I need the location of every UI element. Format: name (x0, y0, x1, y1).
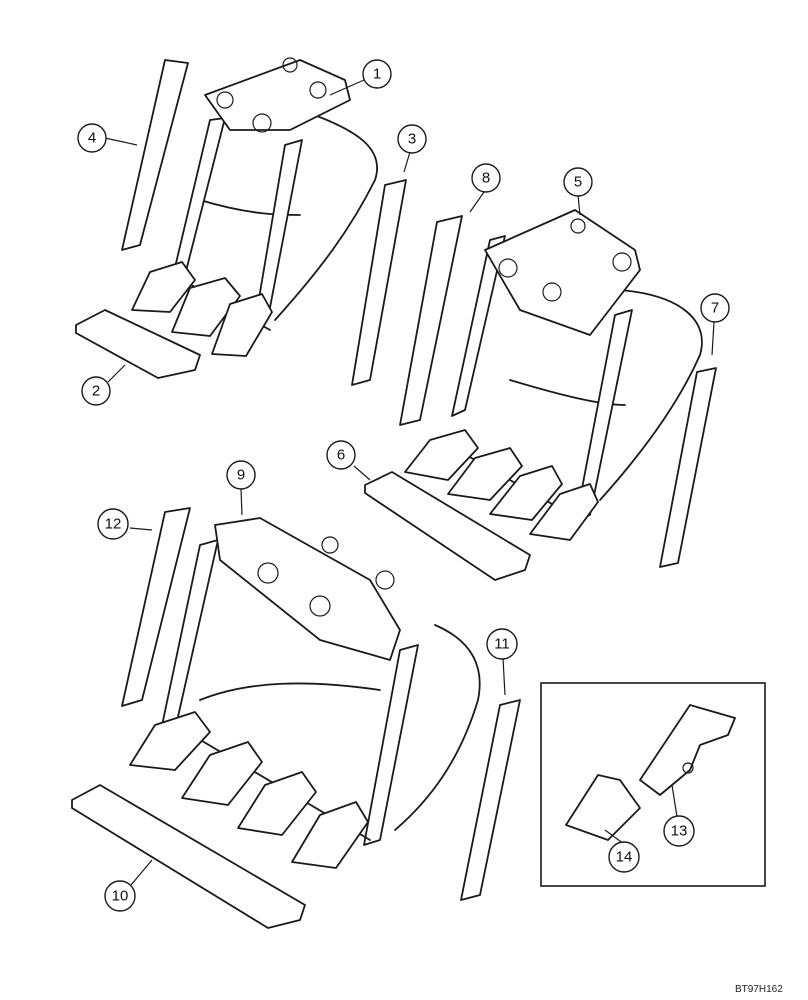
bucket-medium (364, 209, 703, 581)
side-cutter-8 (399, 215, 463, 426)
callout-11: 11 (486, 628, 518, 660)
cutting-edge-10 (71, 784, 306, 929)
callout-11-label: 11 (494, 636, 510, 653)
callout-10: 10 (104, 880, 136, 912)
tooth-detail-inset (540, 682, 766, 887)
tooth-adapter-13 (639, 704, 736, 796)
callout-5-label: 5 (574, 174, 582, 191)
callout-9: 9 (226, 460, 256, 490)
side-cutter-11 (460, 699, 521, 901)
callout-12-label: 12 (105, 516, 122, 533)
callout-7: 7 (700, 293, 730, 323)
bucket-large (71, 507, 481, 929)
callout-3: 3 (397, 124, 427, 154)
callout-13-label: 13 (671, 823, 688, 840)
callout-4: 4 (77, 123, 107, 153)
side-cutter-7 (659, 367, 717, 568)
side-cutter-3 (351, 179, 407, 386)
leader-lines (104, 79, 715, 886)
bucket-small (75, 57, 378, 379)
callout-2: 2 (81, 376, 111, 406)
callout-4-label: 4 (88, 130, 96, 147)
callout-8-label: 8 (482, 170, 490, 187)
callout-7-label: 7 (711, 300, 719, 317)
callout-1: 1 (362, 59, 392, 89)
callout-12: 12 (97, 508, 129, 540)
cutting-edge-6 (364, 471, 531, 581)
cutting-edge-2 (75, 309, 201, 379)
callout-10-label: 10 (112, 888, 129, 905)
callout-3-label: 3 (408, 131, 416, 148)
callout-2-label: 2 (92, 383, 100, 400)
callout-14: 14 (608, 841, 640, 873)
diagram-reference-code: BT97H162 (735, 984, 783, 995)
callout-14-label: 14 (616, 849, 633, 866)
callout-9-label: 9 (237, 467, 245, 484)
callout-5: 5 (563, 167, 593, 197)
side-cutter-4 (121, 59, 189, 251)
callout-13: 13 (663, 815, 695, 847)
callout-6: 6 (326, 440, 356, 470)
side-cutter-12 (121, 507, 191, 707)
callout-1-label: 1 (373, 66, 381, 83)
callout-6-label: 6 (337, 447, 345, 464)
callout-8: 8 (471, 163, 501, 193)
tooth-point-14 (565, 774, 641, 841)
